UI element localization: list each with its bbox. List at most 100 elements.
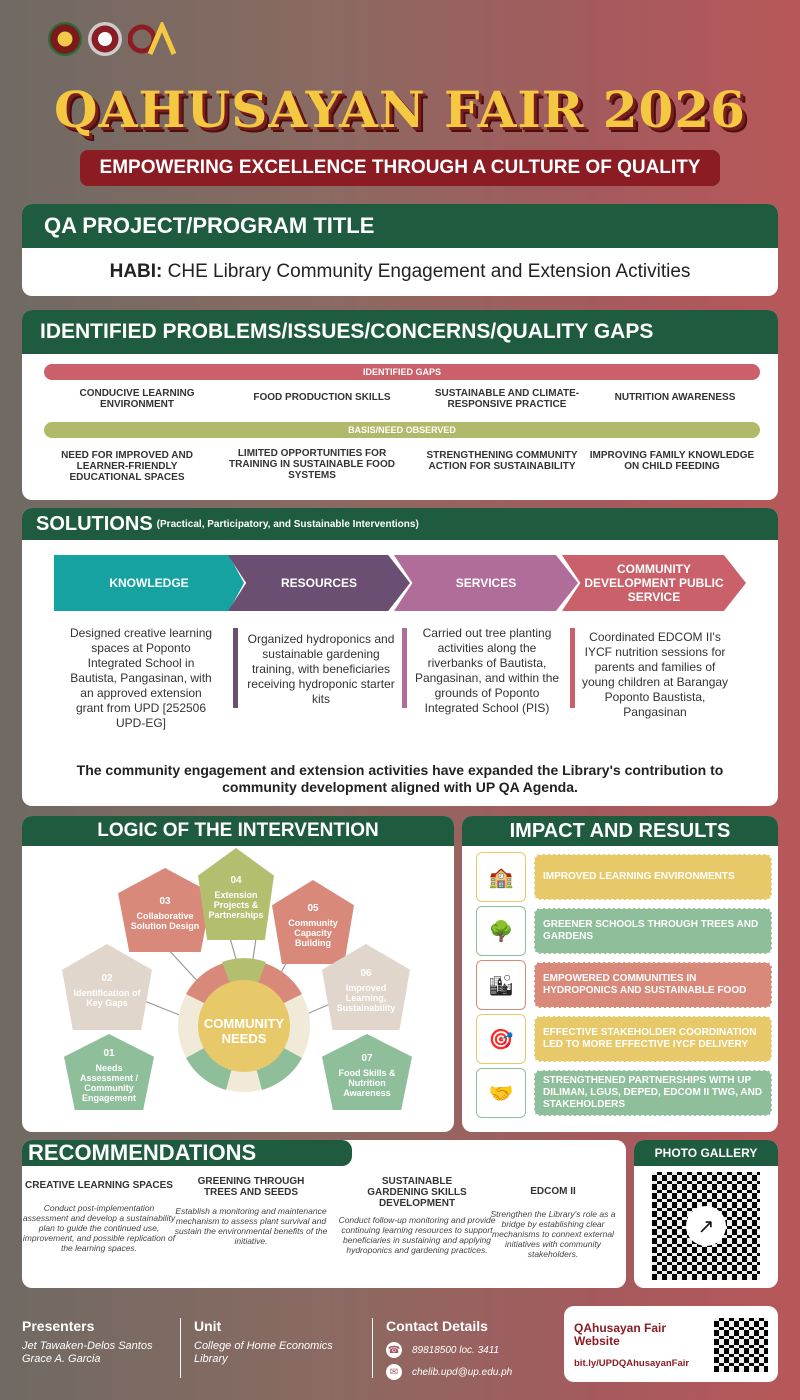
- recommendation-desc: Conduct follow-up monitoring and provide…: [338, 1215, 496, 1255]
- impact-item: 🤝STRENGTHENED PARTNERSHIPS WITH UP DILIM…: [476, 1068, 772, 1118]
- impact-illustration-icon: 🏫: [476, 852, 526, 902]
- gaps-label: IDENTIFIED GAPS: [44, 364, 760, 380]
- solutions-heading-bar: SOLUTIONS (Practical, Participatory, and…: [22, 508, 778, 540]
- recommendation-title: CREATIVE LEARNING SPACES: [25, 1180, 173, 1191]
- footer-divider: [372, 1318, 373, 1378]
- solution-desc: Carried out tree planting activities alo…: [414, 626, 560, 715]
- impact-illustration-icon: 🏙: [476, 960, 526, 1010]
- recommendation-item: GREENING THROUGH TREES AND SEEDS Establi…: [172, 1176, 330, 1246]
- solution-arrow-resources: RESOURCES: [228, 555, 410, 611]
- impact-text: IMPROVED LEARNING ENVIRONMENTS: [534, 854, 772, 900]
- gap-item: FOOD PRODUCTION SKILLS: [253, 392, 391, 403]
- email-icon: ✉: [386, 1364, 402, 1380]
- basis-item: NEED FOR IMPROVED AND LEARNER-FRIENDLY E…: [61, 450, 193, 483]
- project-title-bold: HABI:: [109, 261, 163, 282]
- impact-item: 🎯EFFECTIVE STAKEHOLDER COORDINATION LED …: [476, 1014, 772, 1064]
- logic-step-label: Food Skills & Nutrition Awareness: [338, 1068, 396, 1098]
- contact-block: Contact Details ☎ 89818500 loc. 3411 ✉ c…: [386, 1318, 556, 1380]
- logic-step-number: 06: [360, 968, 372, 979]
- unit-label: Unit: [194, 1318, 222, 1334]
- phone-icon: ☎: [386, 1342, 402, 1358]
- solution-desc: Organized hydroponics and sustainable ga…: [247, 632, 395, 706]
- presenter-name: Jet Tawaken-Delos Santos: [22, 1340, 153, 1352]
- impact-item: 🏫IMPROVED LEARNING ENVIRONMENTS: [476, 852, 772, 902]
- logic-step-number: 01: [103, 1048, 115, 1059]
- contact-phone-row: ☎ 89818500 loc. 3411: [386, 1342, 556, 1358]
- recommendation-title: GREENING THROUGH TREES AND SEEDS: [197, 1176, 305, 1198]
- recommendation-desc: Strengthen the Library's role as a bridg…: [490, 1209, 616, 1259]
- recommendation-item: EDCOM II Strengthen the Library's role a…: [488, 1176, 618, 1259]
- presenter-name: Grace A. Garcia: [22, 1353, 101, 1365]
- logic-step-number: 07: [361, 1053, 373, 1064]
- gallery-card: PHOTO GALLERY ↗: [634, 1140, 778, 1288]
- recommendation-item: CREATIVE LEARNING SPACES Conduct post-im…: [20, 1176, 178, 1253]
- solutions-heading: SOLUTIONS: [36, 512, 153, 535]
- website-url[interactable]: bit.ly/UPDQAhusayanFair: [574, 1358, 690, 1369]
- unit-block: Unit College of Home Economics Library: [194, 1318, 354, 1366]
- logic-step-label: Collaborative Solution Design: [130, 911, 200, 931]
- impact-illustration-icon: 🌳: [476, 906, 526, 956]
- project-title-rest: CHE Library Community Engagement and Ext…: [167, 261, 691, 282]
- logo-group: [48, 22, 176, 56]
- impact-text: STRENGTHENED PARTNERSHIPS WITH UP DILIMA…: [534, 1070, 772, 1116]
- logic-center-ring: [178, 958, 310, 1092]
- solution-desc: Designed creative learning spaces at Pop…: [69, 626, 213, 730]
- presenters-block: Presenters Jet Tawaken-Delos Santos Grac…: [22, 1318, 152, 1366]
- impact-heading: IMPACT AND RESULTS: [462, 816, 778, 846]
- impact-text: GREENER SCHOOLS THROUGH TREES AND GARDEN…: [534, 908, 772, 954]
- gallery-heading: PHOTO GALLERY: [634, 1140, 778, 1166]
- impact-illustration-icon: 🤝: [476, 1068, 526, 1118]
- solution-divider: [233, 628, 238, 708]
- basis-item: IMPROVING FAMILY KNOWLEDGE ON CHILD FEED…: [589, 450, 755, 472]
- project-card: QA PROJECT/PROGRAM TITLE HABI: CHE Libra…: [22, 204, 778, 296]
- gap-item: SUSTAINABLE AND CLIMATE-RESPONSIVE PRACT…: [434, 388, 580, 410]
- problems-card: IDENTIFIED PROBLEMS/ISSUES/CONCERNS/QUAL…: [22, 310, 778, 500]
- project-title: HABI: CHE Library Community Engagement a…: [22, 261, 778, 283]
- contact-email-row: ✉ chelib.upd@up.edu.ph: [386, 1364, 556, 1380]
- recommendations-heading: RECOMMENDATIONS: [22, 1140, 352, 1166]
- impact-illustration-icon: 🎯: [476, 1014, 526, 1064]
- solution-arrow-community: COMMUNITY DEVELOPMENT PUBLIC SERVICE: [562, 555, 746, 611]
- impact-text: EFFECTIVE STAKEHOLDER COORDINATION LED T…: [534, 1016, 772, 1062]
- up-seal-icon: [48, 22, 82, 56]
- unit-name: College of Home Economics Library: [194, 1340, 333, 1365]
- logic-step-label: Extension Projects & Partnerships: [208, 890, 264, 920]
- contact-label: Contact Details: [386, 1318, 488, 1334]
- page-subtitle: EMPOWERING EXCELLENCE THROUGH A CULTURE …: [80, 150, 720, 186]
- logic-step-label: Needs Assessment / Community Engagement: [79, 1063, 139, 1103]
- logic-diagram: [106, 895, 373, 1092]
- problems-heading: IDENTIFIED PROBLEMS/ISSUES/CONCERNS/QUAL…: [22, 310, 778, 354]
- logic-step-number: 03: [159, 896, 171, 907]
- basis-label: BASIS/NEED OBSERVED: [44, 422, 760, 438]
- website-qr-code[interactable]: [714, 1318, 768, 1372]
- contact-phone: 89818500 loc. 3411: [412, 1344, 500, 1356]
- basis-item: LIMITED OPPORTUNITIES FOR TRAINING IN SU…: [229, 448, 395, 481]
- gap-item: CONDUCIVE LEARNING ENVIRONMENT: [79, 388, 195, 410]
- logic-center-label: COMMUNITY NEEDS: [203, 1016, 285, 1046]
- contact-email[interactable]: chelib.upd@up.edu.ph: [412, 1366, 513, 1378]
- logic-step-number: 02: [101, 973, 113, 984]
- solutions-heading-note: (Practical, Participatory, and Sustainab…: [156, 518, 419, 530]
- logic-step-label: Identification of Key Gaps: [73, 988, 141, 1008]
- impact-text: EMPOWERED COMMUNITIES IN HYDROPONICS AND…: [534, 962, 772, 1008]
- link-arrow-icon: ↗: [686, 1206, 726, 1246]
- footer-divider: [180, 1318, 181, 1378]
- recommendation-title: SUSTAINABLE GARDENING SKILLS DEVELOPMENT: [367, 1176, 467, 1209]
- solution-arrow-knowledge: KNOWLEDGE: [54, 555, 244, 611]
- basis-item: STRENGTHENING COMMUNITY ACTION FOR SUSTA…: [426, 450, 578, 472]
- solution-arrow-services: SERVICES: [394, 555, 578, 611]
- page-title: QAHUSAYAN FAIR 2026: [54, 80, 746, 139]
- recommendation-desc: Conduct post-implementation assessment a…: [22, 1203, 176, 1253]
- logic-step-number: 05: [307, 903, 319, 914]
- recommendation-desc: Establish a monitoring and maintenance m…: [174, 1206, 328, 1246]
- logic-heading: LOGIC OF THE INTERVENTION: [22, 816, 454, 846]
- solution-divider: [570, 628, 575, 708]
- website-label: QAhusayan Fair Website: [574, 1321, 667, 1348]
- logic-step-label: Community Capacity Building: [288, 918, 338, 948]
- gap-item: NUTRITION AWARENESS: [614, 392, 736, 403]
- recommendation-item: SUSTAINABLE GARDENING SKILLS DEVELOPMENT…: [338, 1176, 496, 1255]
- project-heading: QA PROJECT/PROGRAM TITLE: [22, 204, 778, 248]
- impact-item: 🏙EMPOWERED COMMUNITIES IN HYDROPONICS AN…: [476, 960, 772, 1010]
- logic-step-label: Improved Learning, Sustainability: [336, 983, 396, 1013]
- website-card[interactable]: QAhusayan Fair Website bit.ly/UPDQAhusay…: [564, 1306, 778, 1382]
